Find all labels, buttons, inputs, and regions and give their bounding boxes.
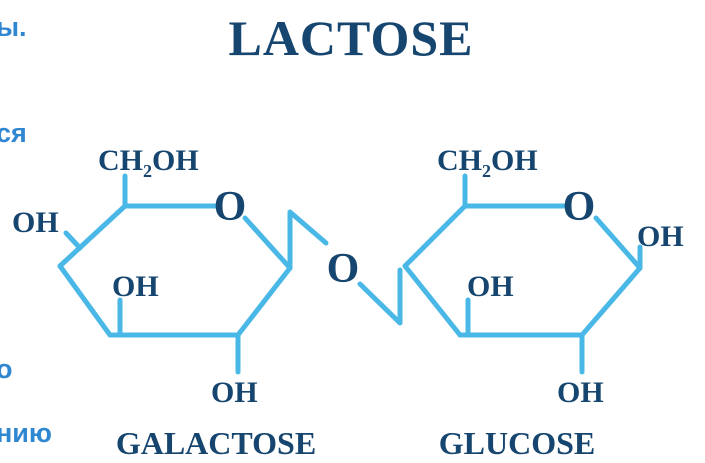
galactose-oh-bottom: OH	[211, 376, 258, 409]
galactose-name: GALACTOSE	[116, 425, 316, 461]
bonds	[57, 173, 643, 375]
glucose-bond-c1-c2	[579, 265, 643, 338]
glucose-bond-c3-c4	[402, 263, 463, 338]
galactose-bond-o-c1	[242, 215, 293, 271]
galactose-bond-c4-c5	[57, 203, 128, 269]
galactose-ch2oh-label: CH2OH	[98, 144, 199, 181]
galactose-bond-c1-c2	[235, 265, 293, 338]
cutoff-text-4: нию	[0, 418, 52, 448]
glucose-ch2oh-label: CH2OH	[437, 144, 538, 181]
diagram-title: LACTOSE	[228, 10, 473, 66]
galactose-bond-c3-c4	[57, 263, 113, 338]
galactose-bond-oh-left	[63, 230, 83, 251]
atom-labels: CH2OH O OH OH OH GALACTOSE O CH2OH O OH …	[12, 144, 684, 461]
glycosidic-bond-right	[357, 267, 403, 326]
glucose-bond-o-c1	[593, 215, 643, 271]
glucose-oh-bottom: OH	[557, 376, 604, 409]
glucose-name: GLUCOSE	[439, 425, 595, 461]
glucose-oh-inner: OH	[467, 270, 514, 303]
galactose-oh-inner: OH	[112, 270, 159, 303]
cutoff-text-2: ся	[0, 118, 27, 148]
glucose-oh-right: OH	[637, 220, 684, 253]
glucose-ring-oxygen: O	[563, 184, 596, 230]
glycosidic-bond-left	[287, 209, 329, 271]
glucose-bond-c4-c5	[402, 203, 468, 269]
cutoff-text-3: о	[0, 354, 13, 384]
glycosidic-oxygen: O	[327, 246, 360, 292]
galactose-ring-oxygen: O	[214, 184, 247, 230]
galactose-oh-left: OH	[12, 206, 59, 239]
cutoff-text-1: ы.	[0, 12, 27, 42]
